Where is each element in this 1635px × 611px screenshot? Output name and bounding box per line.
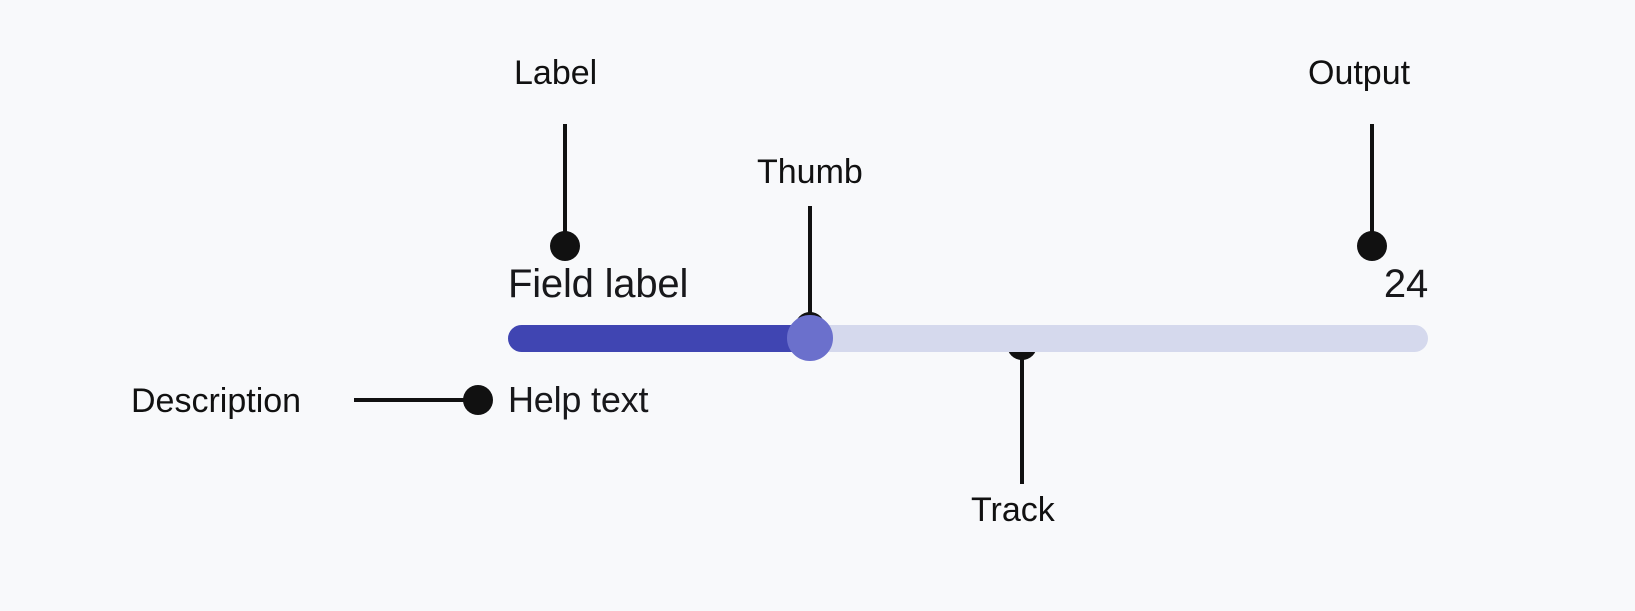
leader-line-track (1020, 356, 1024, 484)
slider-thumb[interactable] (786, 315, 833, 361)
slider-help-text: Help text (508, 379, 649, 420)
callout-label-label: Label (514, 54, 598, 92)
leader-dot-label (550, 231, 580, 261)
leader-line-output (1370, 124, 1374, 248)
slider-track[interactable] (508, 325, 1428, 352)
callout-label-track: Track (971, 491, 1055, 529)
leader-line-thumb (808, 206, 812, 330)
slider-field-label: Field label (508, 262, 689, 306)
slider-output-value: 24 (1383, 262, 1428, 306)
slider-track-fill (508, 325, 810, 352)
leader-dot-description (463, 385, 493, 415)
leader-line-label (563, 124, 567, 244)
callout-label-description: Description (131, 382, 302, 420)
leader-dot-output (1357, 231, 1387, 261)
callout-label-output: Output (1308, 54, 1411, 92)
leader-line-description (354, 398, 476, 402)
callout-label-thumb: Thumb (757, 153, 863, 191)
